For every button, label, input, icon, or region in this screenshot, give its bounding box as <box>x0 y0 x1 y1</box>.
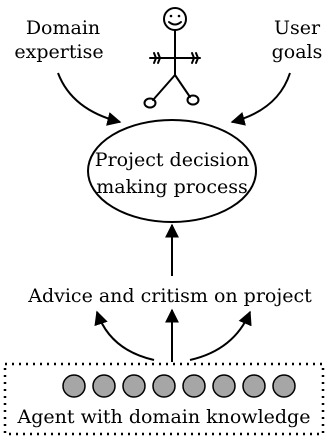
agent-circle <box>62 374 86 398</box>
domain-expertise-label-line2: expertise <box>14 41 103 63</box>
agent-circle <box>152 374 176 398</box>
agent-circle <box>272 374 296 398</box>
user-goals-label-line2: goals <box>272 41 323 63</box>
domain-expertise-label-line1: Domain <box>26 17 100 39</box>
agent-dotted-box <box>3 362 325 436</box>
process-label-line2: making process <box>96 176 247 198</box>
decision-process-ellipse <box>87 119 257 223</box>
user-to-process-arrow <box>230 72 291 126</box>
process-label-line1: Project decision <box>95 149 249 171</box>
agent-circle <box>242 374 266 398</box>
domain-to-process-arrow <box>57 72 122 126</box>
agent-circles-group <box>62 374 296 398</box>
user-goals-label-line1: User <box>274 17 321 39</box>
agent-circle <box>182 374 206 398</box>
agent-label: Agent with domain knowledge <box>17 406 311 428</box>
advice-label: Advice and critism on project <box>27 285 312 307</box>
agent-circle <box>122 374 146 398</box>
agent-circle <box>92 374 116 398</box>
agent-to-advice-left-arrow <box>94 310 155 361</box>
agent-to-advice-right-arrow <box>189 310 252 361</box>
agent-circle <box>212 374 236 398</box>
stick-figure-user-icon <box>143 7 201 109</box>
